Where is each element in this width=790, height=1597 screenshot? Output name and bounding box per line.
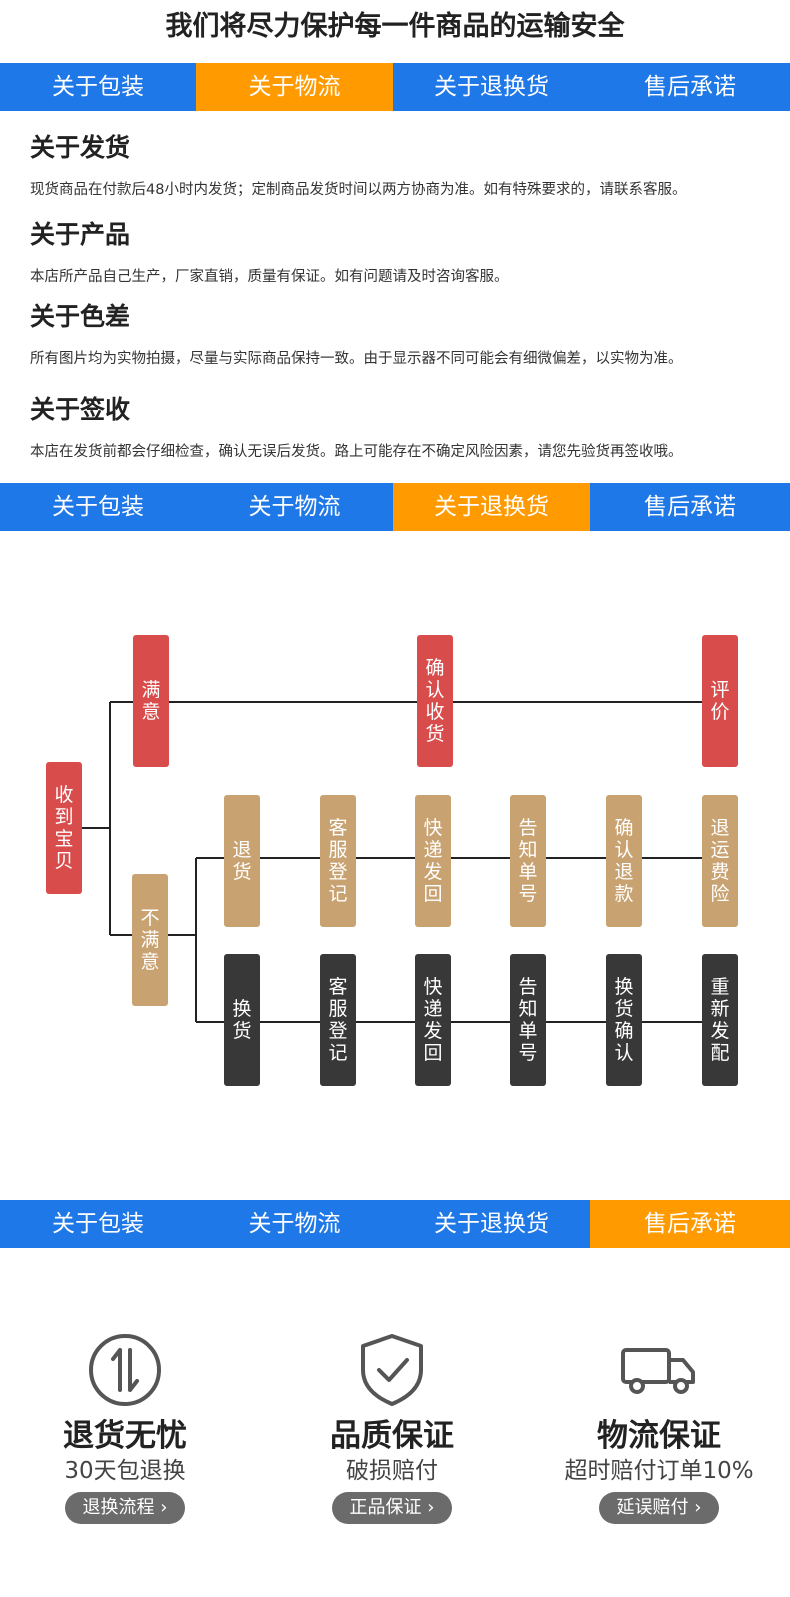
flow-node-exchange: 换货	[224, 954, 260, 1086]
guarantee-subtitle: 30天包退换	[64, 1458, 186, 1484]
guarantee-title: 物流保证	[597, 1418, 721, 1454]
flow-node-return-tracking: 告知单号	[510, 795, 546, 927]
tab-logistics[interactable]: 关于物流	[248, 1211, 341, 1237]
flow-node-confirm-receipt: 确认收货	[417, 635, 453, 767]
section-product: 关于产品 本店所产品自己生产，厂家直销，质量有保证。如有问题请及时咨询客服。	[30, 215, 770, 286]
flow-node-review: 评价	[702, 635, 738, 767]
guarantee-returns: 退货无忧 30天包退换 退换流程 ›	[0, 1330, 250, 1524]
section-heading: 关于色差	[30, 302, 131, 331]
guarantee-logistics: 物流保证 超时赔付订单10% 延误赔付 ›	[534, 1330, 784, 1524]
flow-node-reship: 重新发配	[702, 954, 738, 1086]
flow-node-confirm-refund: 确认退款	[606, 795, 642, 927]
guarantee-title: 退货无忧	[63, 1418, 187, 1454]
tab-after-sales[interactable]: 售后承诺	[590, 1200, 790, 1248]
section-shipping: 关于发货 现货商品在付款后48小时内发货；定制商品发货时间以两方协商为准。如有特…	[30, 128, 770, 199]
return-process-button[interactable]: 退换流程 ›	[64, 1492, 186, 1524]
tab-packaging[interactable]: 关于包装	[52, 494, 144, 520]
tab-packaging[interactable]: 关于包装	[52, 1211, 144, 1237]
section-heading: 关于发货	[30, 133, 131, 162]
flow-node-return: 退货	[224, 795, 260, 927]
tab-bar-top: 关于包装 关于物流 关于退换货 售后承诺	[0, 63, 790, 111]
section-text: 本店在发货前都会仔细检查，确认无误后发货。路上可能存在不确定风险因素，请您先验货…	[30, 444, 683, 460]
return-arrows-icon	[0, 1330, 250, 1410]
tab-packaging[interactable]: 关于包装	[52, 74, 144, 100]
guarantee-subtitle: 破损赔付	[346, 1458, 438, 1484]
flow-connectors	[82, 701, 720, 1023]
section-text: 所有图片均为实物拍摄，尽量与实际商品保持一致。由于显示器不同可能会有细微偏差，以…	[30, 351, 683, 367]
tab-returns[interactable]: 关于退换货	[434, 74, 549, 100]
section-text: 现货商品在付款后48小时内发货；定制商品发货时间以两方协商为准。如有特殊要求的，…	[30, 182, 687, 198]
flow-node-return-register: 客服登记	[320, 795, 356, 927]
section-color-diff: 关于色差 所有图片均为实物拍摄，尽量与实际商品保持一致。由于显示器不同可能会有细…	[30, 297, 770, 368]
tab-logistics[interactable]: 关于物流	[248, 494, 341, 520]
flow-node-shipping-insurance: 退运费险	[702, 795, 738, 927]
section-text: 本店所产品自己生产，厂家直销，质量有保证。如有问题请及时咨询客服。	[30, 269, 509, 285]
flow-node-received: 收到宝贝	[46, 762, 82, 894]
tab-bar-bottom: 关于包装 关于物流 关于退换货 售后承诺	[0, 1200, 790, 1248]
tab-returns[interactable]: 关于退换货	[393, 483, 590, 531]
guarantee-subtitle: 超时赔付订单10%	[564, 1458, 754, 1484]
flow-node-return-ship-back: 快递发回	[415, 795, 451, 927]
tab-bar-middle: 关于包装 关于物流 关于退换货 售后承诺	[0, 483, 790, 531]
flow-node-exchange-register: 客服登记	[320, 954, 356, 1086]
section-signing: 关于签收 本店在发货前都会仔细检查，确认无误后发货。路上可能存在不确定风险因素，…	[30, 390, 770, 461]
flow-node-exchange-tracking: 告知单号	[510, 954, 546, 1086]
section-heading: 关于产品	[30, 220, 131, 249]
genuine-guarantee-button[interactable]: 正品保证 ›	[331, 1492, 453, 1524]
flow-node-satisfied: 满意	[133, 635, 169, 767]
tab-after-sales[interactable]: 售后承诺	[644, 74, 736, 100]
tab-returns[interactable]: 关于退换货	[434, 1211, 549, 1237]
flow-node-exchange-confirm: 换货确认	[606, 954, 642, 1086]
delay-compensation-button[interactable]: 延误赔付 ›	[598, 1492, 720, 1524]
guarantee-quality: 品质保证 破损赔付 正品保证 ›	[267, 1330, 517, 1524]
tab-logistics[interactable]: 关于物流	[196, 63, 393, 111]
truck-icon	[534, 1330, 784, 1410]
shield-check-icon	[267, 1330, 517, 1410]
page-title: 我们将尽力保护每一件商品的运输安全	[165, 11, 625, 42]
section-heading: 关于签收	[30, 395, 131, 424]
flow-node-unsatisfied: 不满意	[132, 874, 168, 1006]
tab-after-sales[interactable]: 售后承诺	[644, 494, 736, 520]
guarantee-title: 品质保证	[330, 1418, 454, 1454]
flow-node-exchange-ship-back: 快递发回	[415, 954, 451, 1086]
return-flow-diagram: 收到宝贝 满意 确认收货 评价 不满意 退货 客服登记 快递发回 告知单号 确认…	[0, 540, 790, 1160]
